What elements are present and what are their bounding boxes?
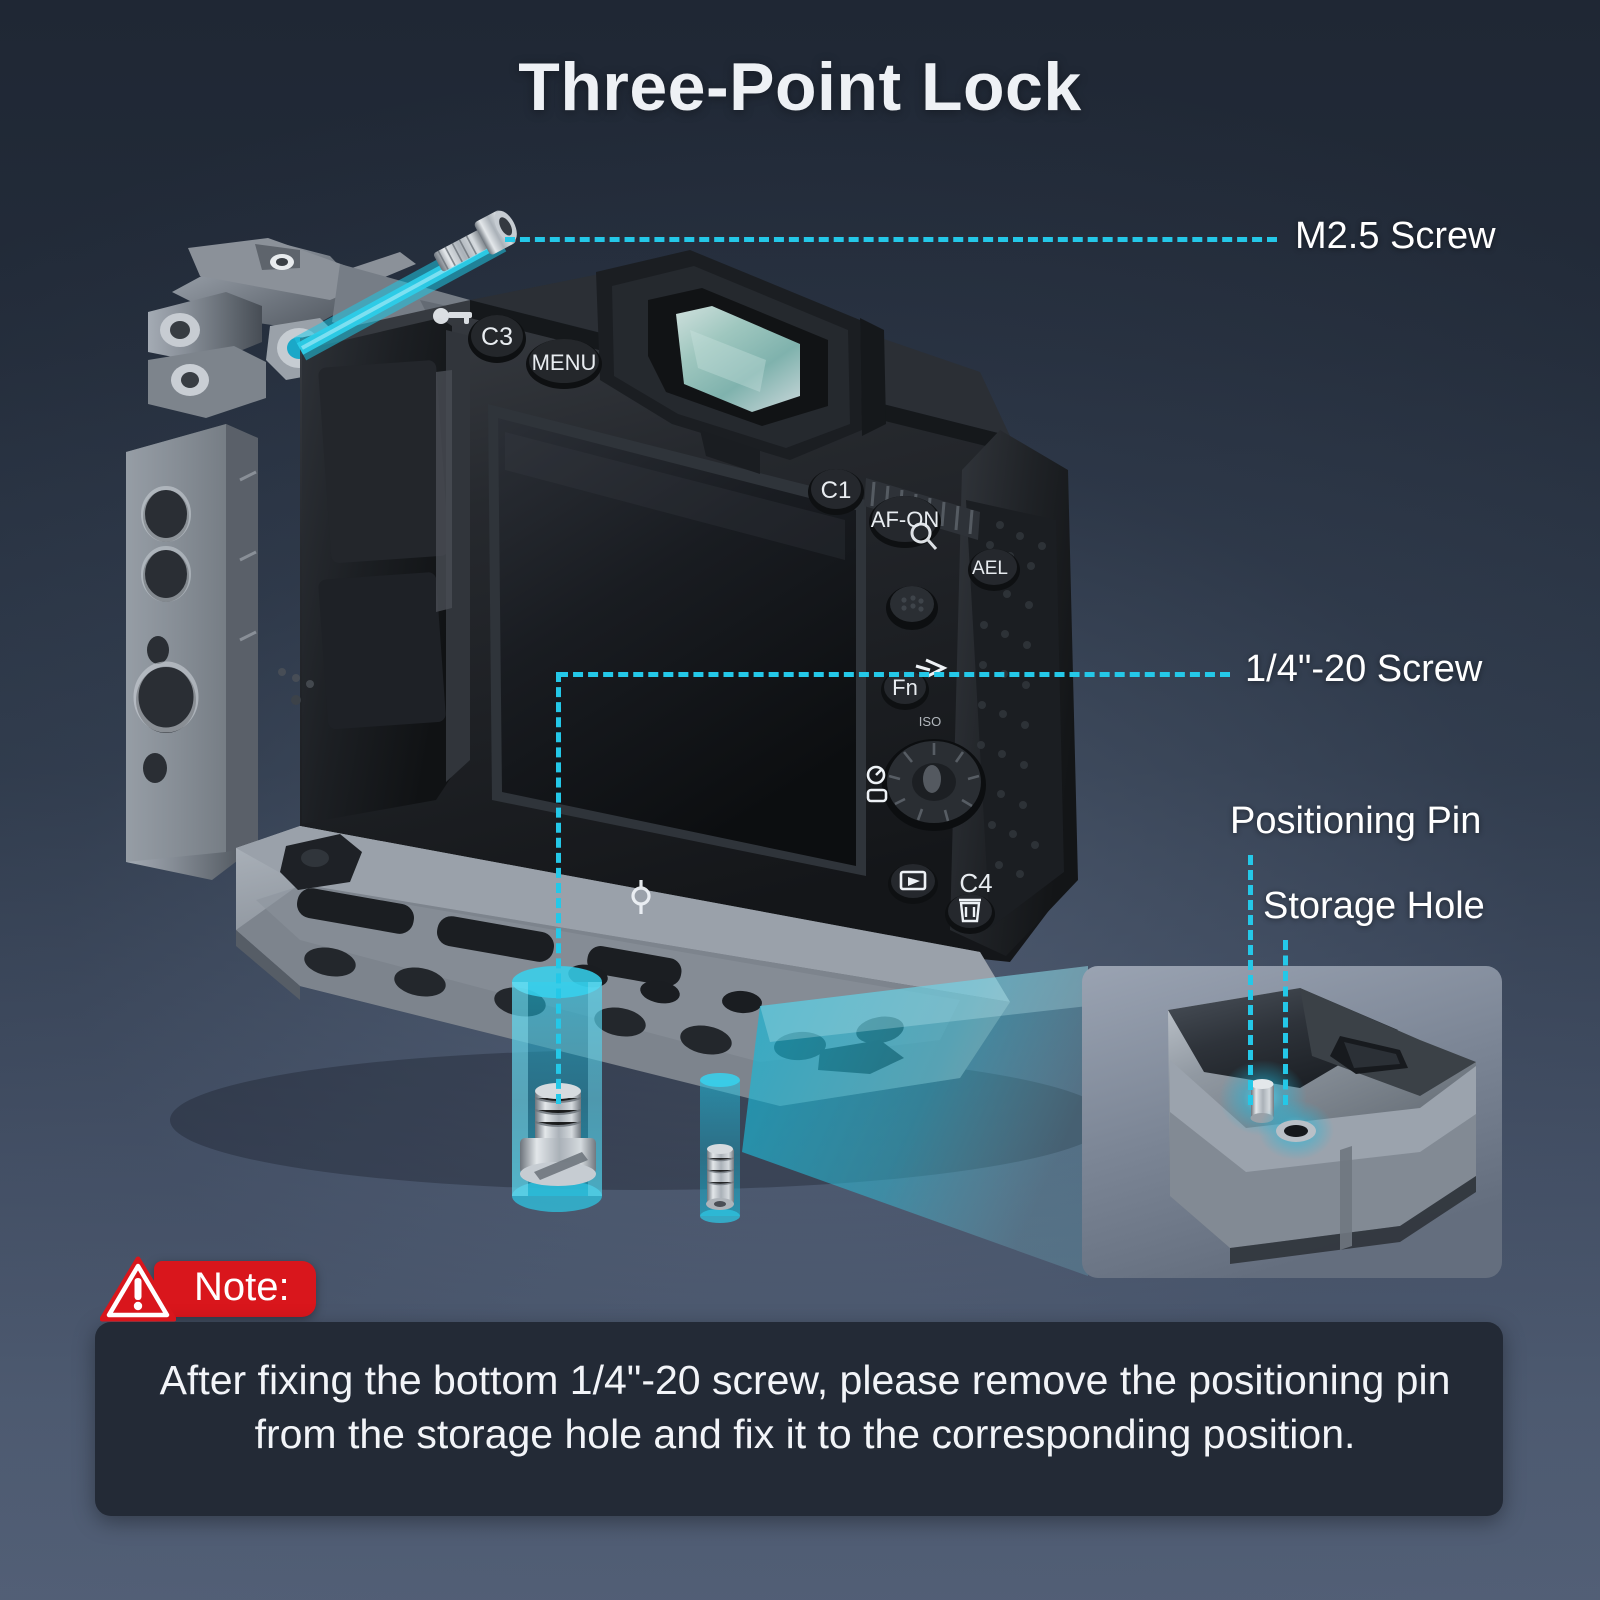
note-label: Note: (154, 1261, 316, 1317)
note-panel (95, 1322, 1503, 1516)
callout-label-quarter-screw: 1/4"-20 Screw (1245, 648, 1483, 690)
viewfinder (596, 250, 886, 474)
warning-triangle-icon (100, 1256, 176, 1322)
leader-line-m25-screw (505, 237, 1277, 242)
inset-panel (1082, 966, 1502, 1278)
positioning-pin (706, 1144, 735, 1210)
camera-button-c4-label: C4 (959, 868, 992, 898)
callout-label-storage-hole: Storage Hole (1263, 885, 1485, 927)
svg-text:ISO: ISO (919, 714, 941, 729)
camera-button-menu-label: MENU (532, 350, 597, 375)
camera-buttons-top-right: C1 AF-ON AEL (808, 469, 1020, 630)
leader-line-quarter-screw-h (558, 672, 1230, 677)
camera-buttons-right-lower: Fn ISO (866, 658, 995, 934)
note-body-text: After fixing the bottom 1/4"-20 screw, p… (159, 1357, 1451, 1458)
camera-button-fn-label: Fn (892, 675, 918, 700)
leader-line-storage-hole (1283, 940, 1288, 1105)
camera-body: C3 MENU C1 (278, 250, 1078, 962)
page-title: Three-Point Lock (518, 49, 1082, 125)
callout-label-m25-screw: M2.5 Screw (1295, 215, 1496, 257)
camera-button-ael-label: AEL (972, 558, 1008, 579)
leader-line-positioning-pin (1248, 855, 1253, 1105)
camera-buttons-top-left: C3 MENU (433, 308, 602, 389)
camera-button-c1-label: C1 (821, 477, 852, 504)
cage-side-plate (126, 424, 258, 880)
leader-line-quarter-screw-v (556, 672, 561, 1104)
callout-label-positioning-pin: Positioning Pin (1230, 800, 1482, 842)
camera-button-c3-label: C3 (481, 323, 513, 351)
m2.5-screw (433, 210, 517, 272)
quarter-twenty-screw (520, 1083, 596, 1186)
inset-zoom-cone (742, 966, 1088, 1276)
note-badge: Note: (100, 1256, 316, 1322)
